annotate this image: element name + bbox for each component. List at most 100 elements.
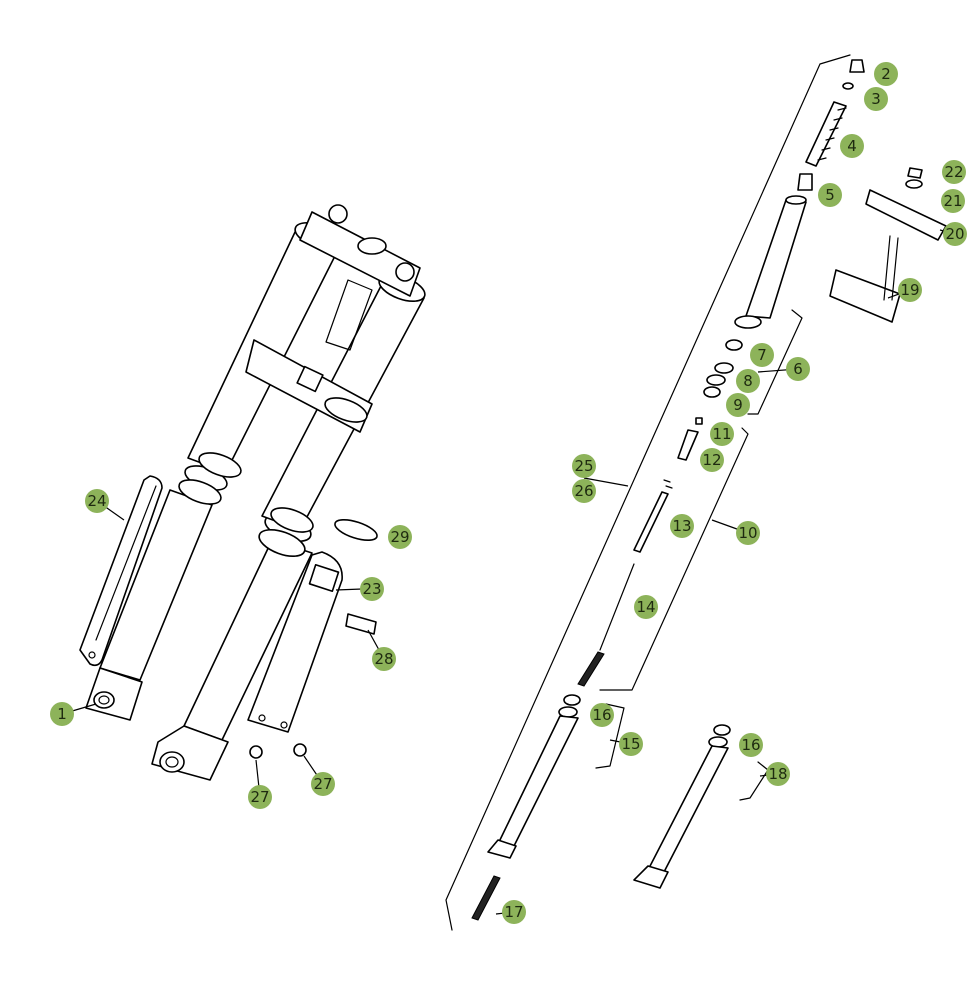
badge-16a-label: 16 xyxy=(592,706,611,724)
badge-20[interactable]: 20 xyxy=(943,222,967,246)
compression-rod-drawing xyxy=(577,563,635,687)
badge-28-label: 28 xyxy=(374,650,393,668)
badge-27b[interactable]: 27 xyxy=(311,772,335,796)
nut-drawing xyxy=(695,417,703,425)
assembled-lower-right xyxy=(151,514,313,781)
assembled-fork xyxy=(79,204,426,781)
seal-ring-drawing xyxy=(714,362,734,374)
badge-16a[interactable]: 16 xyxy=(590,703,614,727)
badge-16b[interactable]: 16 xyxy=(739,733,763,757)
badge-14-label: 14 xyxy=(636,598,655,616)
badge-3[interactable]: 3 xyxy=(864,87,888,111)
bracket-18 xyxy=(739,761,769,801)
badge-25-label: 25 xyxy=(574,457,593,475)
fork-guard-right-drawing xyxy=(247,551,343,733)
badge-15[interactable]: 15 xyxy=(619,732,643,756)
badge-24-bg xyxy=(85,489,109,513)
badge-9-label: 9 xyxy=(733,396,743,414)
guard-ring-drawing xyxy=(334,518,378,542)
badge-1-bg xyxy=(50,702,74,726)
badge-9[interactable]: 9 xyxy=(726,393,750,417)
badge-18[interactable]: 18 xyxy=(766,762,790,786)
lower-triple-clamp-drawing xyxy=(829,235,901,323)
badge-5[interactable]: 5 xyxy=(818,183,842,207)
badge-13-bg xyxy=(670,514,694,538)
badge-21-bg xyxy=(941,189,965,213)
badge-10[interactable]: 10 xyxy=(736,521,760,545)
lower-tube-right-drawing xyxy=(633,724,731,889)
assembly-outline xyxy=(445,54,851,931)
badge-11-label: 11 xyxy=(712,425,731,443)
assembled-triple-clamps xyxy=(245,204,421,433)
badge-15-label: 15 xyxy=(621,735,640,753)
badge-4-bg xyxy=(840,134,864,158)
badge-16b-bg xyxy=(739,733,763,757)
badge-22-label: 22 xyxy=(944,163,963,181)
badge-3-label: 3 xyxy=(871,90,881,108)
badge-14-bg xyxy=(634,595,658,619)
badge-27b-bg xyxy=(311,772,335,796)
badge-23[interactable]: 23 xyxy=(360,577,384,601)
badge-11-bg xyxy=(710,422,734,446)
dust-seal-drawing xyxy=(703,386,721,398)
badge-29[interactable]: 29 xyxy=(388,525,412,549)
badge-12[interactable]: 12 xyxy=(700,448,724,472)
badge-26[interactable]: 26 xyxy=(572,479,596,503)
badge-1[interactable]: 1 xyxy=(50,702,74,726)
o-ring-drawing xyxy=(842,82,854,90)
bracket-10 xyxy=(599,427,749,691)
fork-guard-left-drawing xyxy=(79,475,163,667)
badge-2-bg xyxy=(874,62,898,86)
badge-6-label: 6 xyxy=(793,360,803,378)
spacer-drawing xyxy=(797,173,813,191)
badge-7[interactable]: 7 xyxy=(750,343,774,367)
brake-hose-clip-drawing xyxy=(345,613,377,635)
badge-27a[interactable]: 27 xyxy=(248,785,272,809)
damper-rod-drawing xyxy=(633,479,673,553)
lower-tube-left-drawing xyxy=(487,694,581,859)
badge-17[interactable]: 17 xyxy=(502,900,526,924)
badge-18-bg xyxy=(766,762,790,786)
badge-10-bg xyxy=(736,521,760,545)
cartridge-cap-drawing xyxy=(677,429,699,461)
badge-27b-label: 27 xyxy=(313,775,332,793)
guard-nut-left-drawing xyxy=(249,745,263,759)
badge-5-bg xyxy=(818,183,842,207)
badge-28[interactable]: 28 xyxy=(372,647,396,671)
number-badges: 1 2 3 4 5 6 7 8 9 10 11 12 13 14 15 16 1… xyxy=(50,62,967,924)
badge-12-label: 12 xyxy=(702,451,721,469)
badge-18-label: 18 xyxy=(768,765,787,783)
seal-ring2-drawing xyxy=(706,374,726,386)
badge-12-bg xyxy=(700,448,724,472)
badge-10-label: 10 xyxy=(738,524,757,542)
badge-8[interactable]: 8 xyxy=(736,369,760,393)
badge-25-bg xyxy=(572,454,596,478)
badge-7-label: 7 xyxy=(757,346,767,364)
badge-6[interactable]: 6 xyxy=(786,357,810,381)
assembled-lower-left xyxy=(85,465,228,721)
badge-11[interactable]: 11 xyxy=(710,422,734,446)
badge-17-label: 17 xyxy=(504,903,523,921)
bracket-15 xyxy=(595,703,625,769)
badge-23-label: 23 xyxy=(362,580,381,598)
badge-21[interactable]: 21 xyxy=(941,189,965,213)
badge-21-label: 21 xyxy=(943,192,962,210)
badge-2[interactable]: 2 xyxy=(874,62,898,86)
badge-19-bg xyxy=(898,278,922,302)
badge-27a-bg xyxy=(248,785,272,809)
badge-6-bg xyxy=(786,357,810,381)
badge-8-label: 8 xyxy=(743,372,753,390)
badge-4[interactable]: 4 xyxy=(840,134,864,158)
badge-25[interactable]: 25 xyxy=(572,454,596,478)
guard-nut-right-drawing xyxy=(293,743,307,757)
badge-26-label: 26 xyxy=(574,482,593,500)
badge-29-bg xyxy=(388,525,412,549)
badge-14[interactable]: 14 xyxy=(634,595,658,619)
badge-22-bg xyxy=(942,160,966,184)
badge-22[interactable]: 22 xyxy=(942,160,966,184)
badge-13[interactable]: 13 xyxy=(670,514,694,538)
badge-19[interactable]: 19 xyxy=(898,278,922,302)
badge-24[interactable]: 24 xyxy=(85,489,109,513)
